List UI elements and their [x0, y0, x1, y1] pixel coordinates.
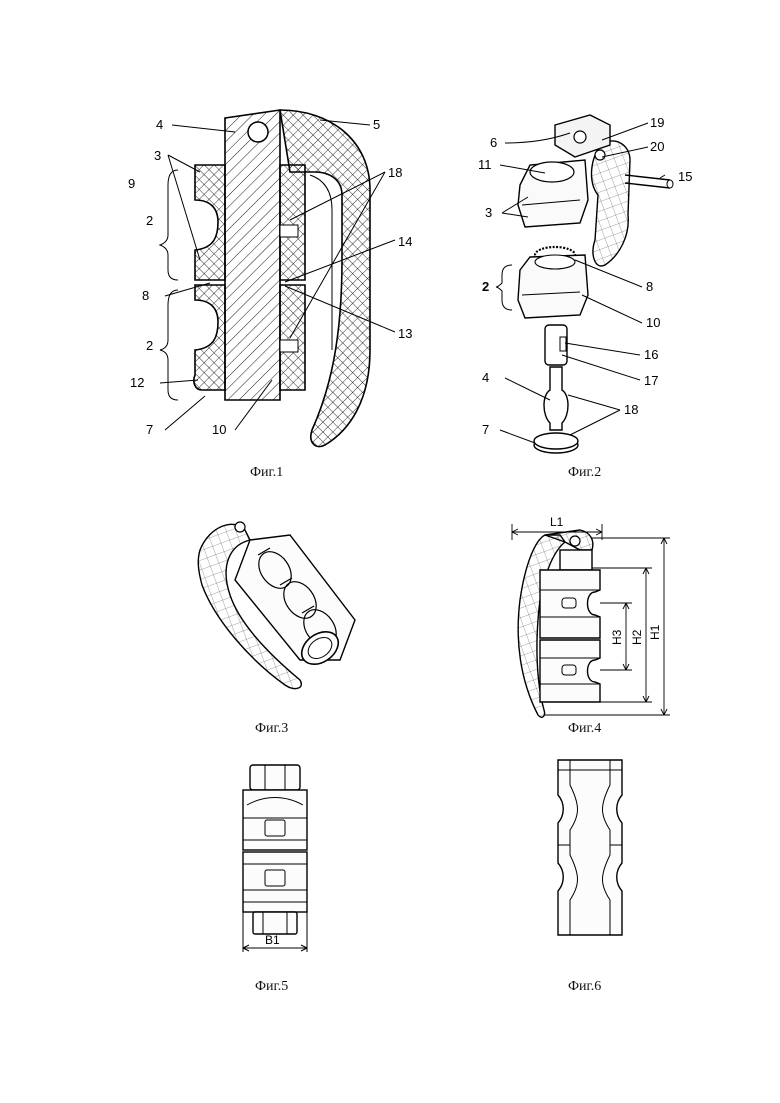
fig2-label-4: 4	[482, 370, 489, 385]
lower-block-right	[280, 285, 305, 390]
figure-1-caption: Фиг.1	[250, 465, 283, 481]
fig1-label-3: 3	[154, 148, 161, 163]
fig1-label-18: 18	[388, 165, 402, 180]
figure-2: 6 19 20 11 15 3 2 8 10 16 17 4 18 7	[470, 105, 720, 465]
figure-5: B1	[225, 760, 325, 960]
fig2-label-10: 10	[646, 315, 660, 330]
figure-6-caption: Фиг.6	[568, 979, 601, 995]
fig4-dim-H2: H2	[630, 629, 644, 645]
figure-3-drawing	[180, 510, 380, 710]
fig2-label-6: 6	[490, 135, 497, 150]
upper-block-right	[280, 165, 305, 280]
fig1-label-2-lower: 2	[146, 338, 153, 353]
fig2-label-8: 8	[646, 279, 653, 294]
fig4-dim-H1: H1	[648, 624, 662, 640]
fig1-label-14: 14	[398, 234, 412, 249]
fig2-label-15: 15	[678, 169, 692, 184]
figure-6-drawing	[540, 755, 640, 945]
fig1-label-9: 9	[128, 176, 135, 191]
figure-6	[540, 755, 640, 945]
rear-body	[558, 760, 622, 935]
figure-5-caption: Фиг.5	[255, 979, 288, 995]
figure-1-drawing: 4 5 3 9 2 18 14 8 13 2 12 7 10	[120, 100, 440, 460]
fig2-label-7: 7	[482, 422, 489, 437]
lower-block-section	[194, 285, 225, 390]
fig1-label-7: 7	[146, 422, 153, 437]
fig4-dim-L1: L1	[550, 515, 564, 529]
fig5-dim-B1: B1	[265, 933, 280, 947]
fig2-label-11: 11	[478, 157, 492, 172]
fig1-label-8: 8	[142, 288, 149, 303]
fig1-label-12: 12	[130, 375, 144, 390]
figure-4-caption: Фиг.4	[568, 721, 601, 737]
fig1-label-5: 5	[373, 117, 380, 132]
fig2-label-3: 3	[485, 205, 492, 220]
figure-4-drawing: L1 H3 H2 H1	[500, 510, 690, 725]
fig1-label-10: 10	[212, 422, 226, 437]
fig1-label-4: 4	[156, 117, 163, 132]
fig2-label-19: 19	[650, 115, 664, 130]
upper-block-section	[195, 165, 225, 280]
figure-2-caption: Фиг.2	[568, 465, 601, 481]
fig2-label-20: 20	[650, 139, 664, 154]
figure-3-caption: Фиг.3	[255, 721, 288, 737]
figure-5-drawing: B1	[225, 760, 325, 960]
fig2-label-16: 16	[644, 347, 658, 362]
fig2-label-2: 2	[482, 279, 489, 294]
fig2-label-17: 17	[644, 373, 658, 388]
figure-3	[180, 510, 380, 710]
figure-1: 4 5 3 9 2 18 14 8 13 2 12 7 10	[120, 100, 440, 460]
fig4-dim-H3: H3	[610, 629, 624, 645]
pin-hole	[248, 122, 268, 142]
fig1-label-13: 13	[398, 326, 412, 341]
figure-4: L1 H3 H2 H1	[500, 510, 690, 725]
figure-2-drawing: 6 19 20 11 15 3 2 8 10 16 17 4 18 7	[470, 105, 720, 465]
fig1-label-2-upper: 2	[146, 213, 153, 228]
shaft-section	[225, 110, 280, 400]
fig2-label-18: 18	[624, 402, 638, 417]
